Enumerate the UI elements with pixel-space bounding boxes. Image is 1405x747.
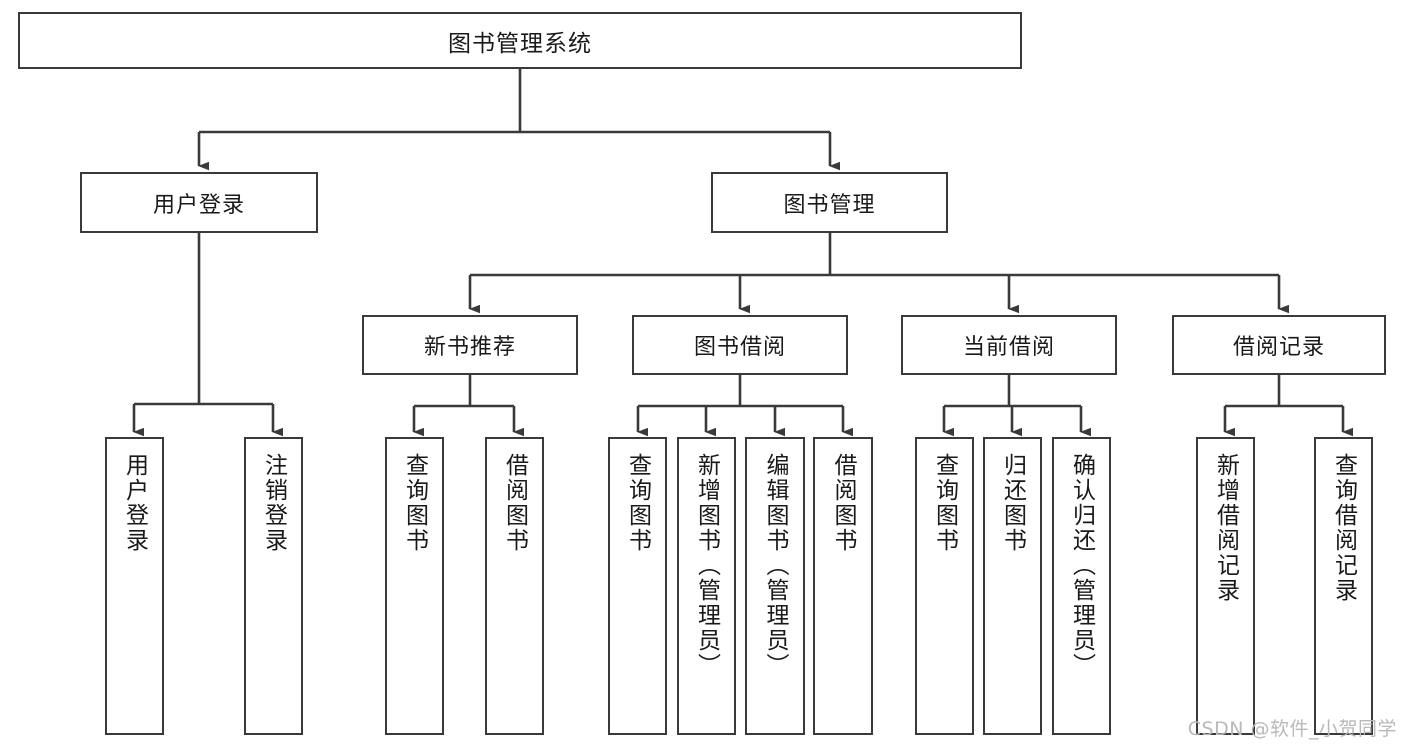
node-label: 图书管理 (783, 192, 876, 218)
node-root-system[interactable]: 图书管理系统 (18, 12, 1022, 69)
leaf-borrow-record-query[interactable]: 查询借阅记录 (1314, 437, 1373, 735)
node-label: 新书推荐 (423, 335, 516, 360)
leaf-label: 编辑图书（管理员） (761, 453, 788, 678)
leaf-borrow-record-add[interactable]: 新增借阅记录 (1196, 437, 1255, 735)
leaf-current-borrow-return[interactable]: 归还图书 (983, 437, 1042, 735)
leaf-new-book-query[interactable]: 查询图书 (385, 437, 444, 735)
watermark-text: CSDN @软件_小贺同学 (1187, 718, 1397, 740)
leaf-label: 查询图书 (624, 453, 651, 553)
leaf-label: 新增图书（管理员） (693, 453, 720, 678)
leaf-user-login-signout[interactable]: 注销登录 (244, 437, 303, 735)
node-current-borrow[interactable]: 当前借阅 (901, 315, 1117, 375)
node-borrow-record[interactable]: 借阅记录 (1172, 315, 1386, 375)
node-label: 借阅记录 (1232, 335, 1325, 360)
leaf-current-borrow-query[interactable]: 查询图书 (915, 437, 974, 735)
node-new-book-recommend[interactable]: 新书推荐 (362, 315, 578, 375)
leaf-label: 借阅图书 (501, 453, 528, 553)
leaf-book-borrow-lend[interactable]: 借阅图书 (813, 437, 873, 735)
leaf-current-borrow-confirm-return[interactable]: 确认归还（管理员） (1052, 437, 1111, 735)
node-label: 用户登录 (152, 192, 245, 218)
node-book-borrow[interactable]: 图书借阅 (632, 315, 848, 375)
leaf-label: 用户登录 (121, 453, 148, 553)
leaf-label: 查询图书 (401, 453, 428, 553)
leaf-label: 新增借阅记录 (1212, 453, 1239, 603)
node-user-login[interactable]: 用户登录 (80, 172, 318, 233)
leaf-new-book-borrow[interactable]: 借阅图书 (485, 437, 544, 735)
leaf-label: 注销登录 (260, 453, 287, 553)
leaf-label: 归还图书 (999, 453, 1026, 553)
leaf-label: 借阅图书 (829, 453, 856, 553)
node-label: 当前借阅 (962, 335, 1055, 360)
leaf-book-borrow-query[interactable]: 查询图书 (608, 437, 667, 735)
node-label: 图书管理系统 (448, 30, 592, 57)
leaf-book-borrow-add[interactable]: 新增图书（管理员） (677, 437, 736, 735)
leaf-label: 确认归还（管理员） (1068, 453, 1095, 678)
leaf-book-borrow-edit[interactable]: 编辑图书（管理员） (745, 437, 805, 735)
leaf-label: 查询借阅记录 (1330, 453, 1357, 603)
leaf-user-login-signin[interactable]: 用户登录 (105, 437, 164, 735)
leaf-label: 查询图书 (931, 453, 958, 553)
node-label: 图书借阅 (693, 335, 786, 360)
node-book-management[interactable]: 图书管理 (711, 172, 948, 233)
